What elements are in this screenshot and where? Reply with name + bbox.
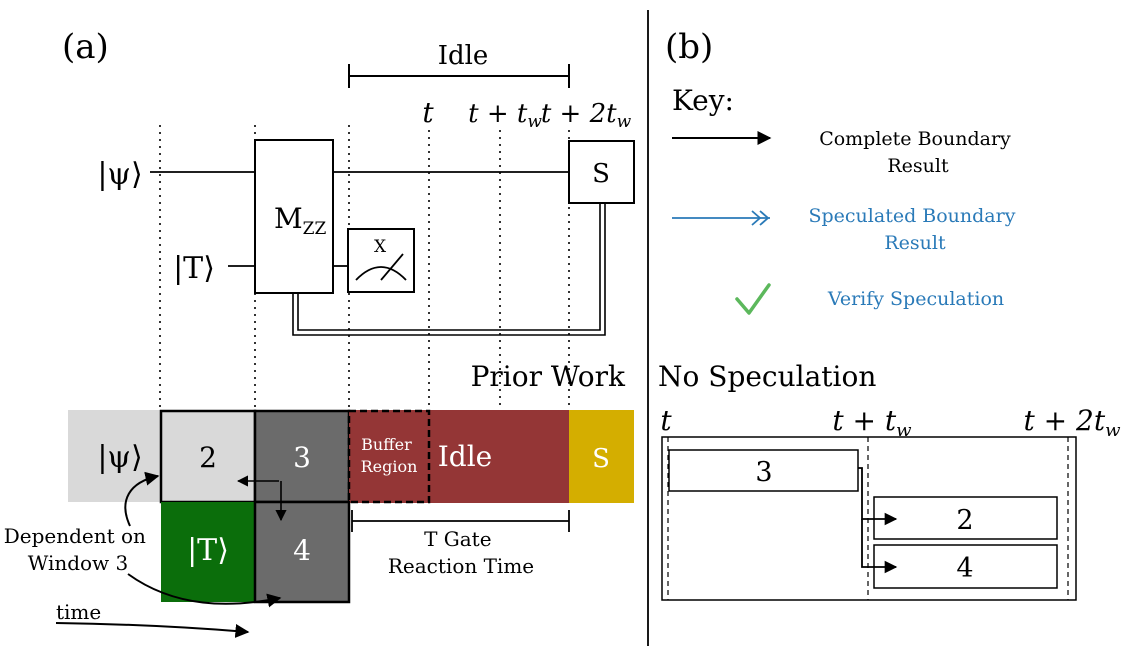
t-state-label: |T⟩: [173, 251, 215, 286]
window-4-block: [253, 500, 351, 604]
idle-bracket-label: Idle: [438, 41, 489, 71]
verify-speculation-label: Verify Speculation: [827, 288, 1004, 310]
s-gate: [568, 140, 635, 204]
b-window-3-label: 3: [755, 457, 772, 488]
psi-window-label: |ψ⟩: [97, 440, 142, 475]
idle-block-label: Idle: [438, 440, 493, 473]
b-complete-arrows: [858, 467, 898, 574]
b-window-4-label: 4: [956, 553, 973, 584]
panel-b-label: (b): [665, 27, 713, 67]
window-2-label: 2: [199, 441, 217, 474]
qubit-wires: [150, 171, 569, 267]
b-window-4-box: [873, 544, 1058, 589]
b-time-label-t-plus-2tw: t + 2tw: [1023, 404, 1121, 441]
mzz-gate: [254, 139, 334, 294]
complete-result-label: Complete Boundary Result: [819, 128, 1017, 177]
time-axis-arrow: [55, 622, 250, 638]
key-title: Key:: [672, 84, 734, 117]
b-window-2-label: 2: [956, 505, 973, 536]
s-block-label: S: [592, 444, 610, 474]
classical-wires: [292, 203, 606, 336]
prior-work-label: Prior Work: [471, 360, 626, 393]
t-state-block-label: |T⟩: [187, 533, 229, 568]
t-state-block: [161, 502, 255, 602]
no-speculation-frame: [661, 436, 1077, 601]
reaction-time-bracket: [351, 510, 570, 532]
window-3-label: 3: [293, 441, 311, 474]
meter-basis-label: X: [374, 237, 387, 257]
idle-bracket: [348, 64, 570, 88]
measurement-meter: [347, 228, 415, 293]
panel-a-label: (a): [62, 27, 109, 67]
mzz-gate-label: MZZ: [274, 202, 326, 239]
window-4-label: 4: [293, 534, 311, 567]
s-block: [569, 410, 634, 503]
b-window-3-box: [668, 449, 859, 492]
window-3-block: [253, 409, 351, 504]
speculated-result-arrow: [672, 210, 770, 226]
psi-state-label: |ψ⟩: [97, 157, 142, 192]
buffer-region: [347, 409, 431, 504]
time-label-t-plus-tw: t + tw: [468, 99, 542, 132]
speculated-result-label: Speculated Boundary Result: [808, 205, 1021, 254]
no-speculation-title: No Speculation: [658, 360, 876, 393]
verify-check-icon: [735, 283, 771, 315]
time-axis-label: time: [56, 600, 101, 624]
time-label-t: t: [422, 96, 434, 129]
psi-window-block: [68, 410, 161, 502]
s-gate-label: S: [592, 159, 610, 189]
timeline-guides: [159, 125, 570, 410]
b-window-2-box: [873, 496, 1058, 540]
dependent-label: Dependent on Window 3: [4, 524, 153, 575]
idle-block: [349, 410, 569, 503]
time-label-t-plus-2tw: t + 2tw: [541, 99, 632, 132]
b-time-label-t: t: [660, 404, 672, 437]
window-3-dependency-arrows: [236, 475, 287, 522]
b-time-label-t-plus-tw: t + tw: [832, 404, 912, 441]
dependent-arrows: [124, 471, 282, 608]
reaction-time-label: T Gate Reaction Time: [388, 527, 534, 578]
buffer-region-label: Buffer Region: [361, 435, 418, 476]
